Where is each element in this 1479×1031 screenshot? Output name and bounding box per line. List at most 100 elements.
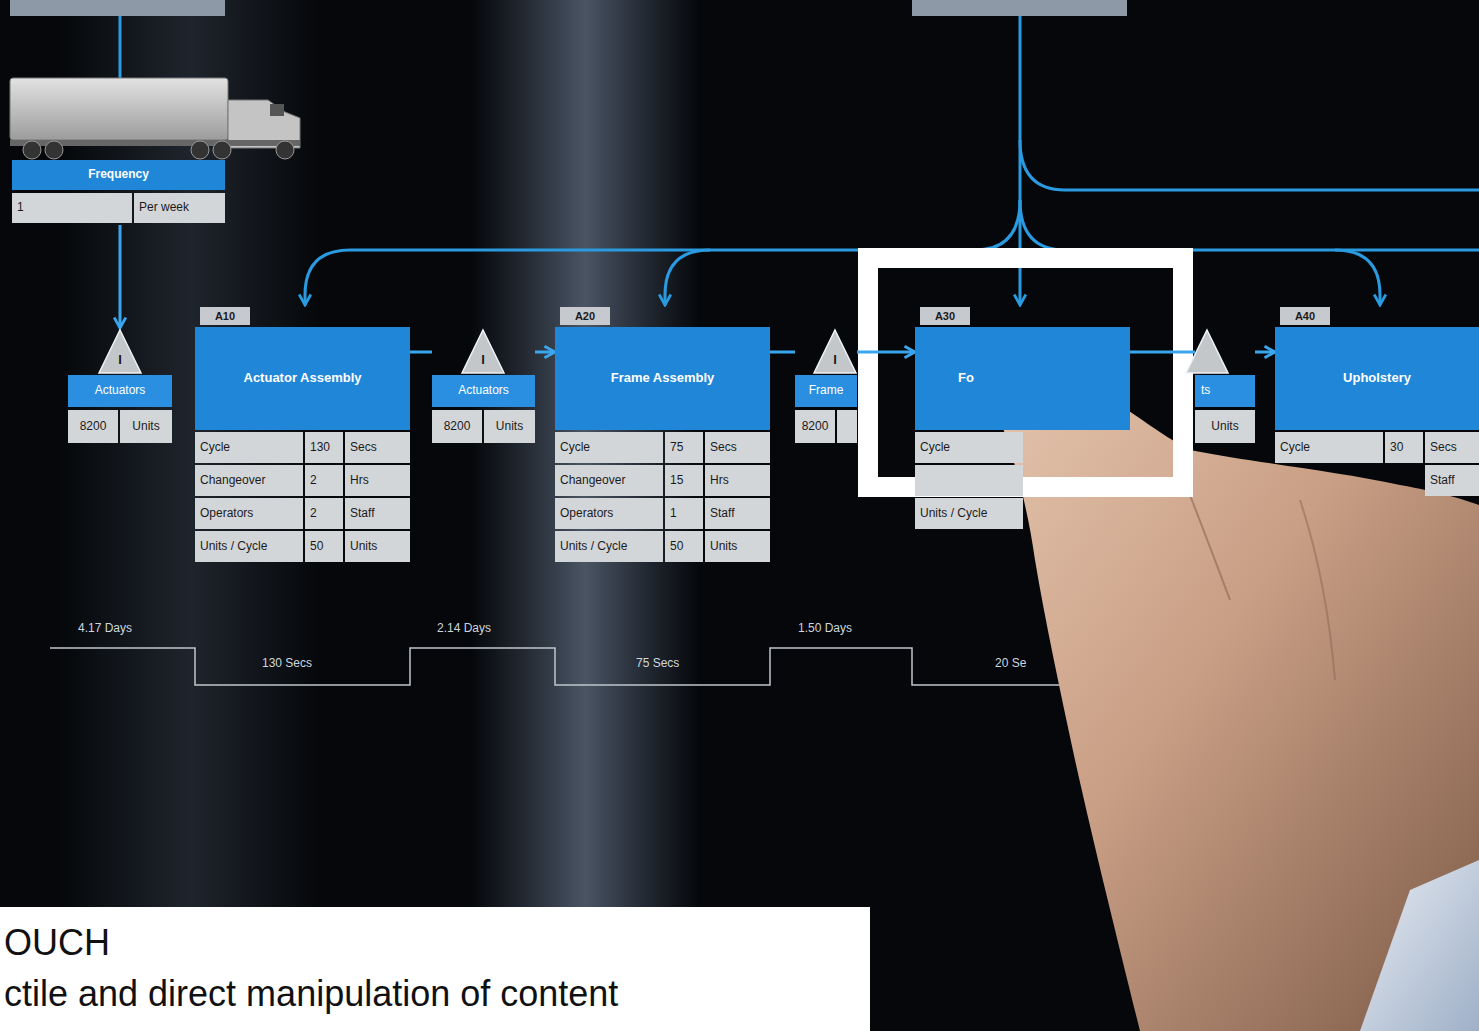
metric-unit: Units [345, 531, 410, 562]
inventory-part: Actuators [432, 375, 535, 407]
metric-name: Cycle [1275, 432, 1383, 463]
metric-value: 2 [305, 465, 343, 496]
truck-wheel [191, 141, 209, 159]
metric-name: Units / Cycle [915, 498, 1023, 529]
inventory-symbol: I [110, 348, 130, 372]
metric-unit: Secs [1425, 432, 1479, 463]
timeline-label: 20 Se [995, 655, 1026, 671]
metric-name: Changeover [555, 465, 663, 496]
truck-wheel [45, 141, 63, 159]
metric-value: 50 [305, 531, 343, 562]
metric-name: Cycle [915, 432, 1023, 463]
inventory-symbol: I [473, 348, 493, 372]
timeline-label: 1.50 Days [798, 620, 852, 636]
metric-name: Operators [195, 498, 303, 529]
inventory-unit: Units [1195, 410, 1255, 443]
inventory-unit: Units [484, 410, 535, 443]
inventory-box: I Actuators8200Units [432, 328, 535, 445]
light-band [60, 0, 320, 1031]
inventory-triangle [812, 328, 858, 374]
truck-wheel [276, 141, 294, 159]
highlight-frame [868, 258, 1183, 487]
knuckle-crease [1300, 500, 1335, 680]
metric-name: Operators [555, 498, 663, 529]
control-line [665, 250, 710, 305]
process-box: A30FoCycleUnits / Cycle [915, 307, 1130, 532]
process-id: A10 [200, 307, 250, 325]
frequency-unit: Per week [134, 193, 225, 223]
inventory-triangle-shape [99, 330, 141, 373]
metric-unit: Staff [1425, 465, 1479, 496]
inventory-box: I Actuators8200Units [68, 328, 172, 445]
process-id: A20 [560, 307, 610, 325]
supply-line [119, 16, 122, 78]
hand [985, 343, 1479, 1031]
frequency-header: Frequency [12, 160, 225, 190]
inventory-triangle [1184, 328, 1230, 374]
metric-name: Cycle [195, 432, 303, 463]
timeline [50, 648, 1070, 685]
metric-unit: Units [705, 531, 770, 562]
truck-window [270, 104, 284, 116]
flow-arrow [770, 351, 795, 354]
metric-name: Cycle [555, 432, 663, 463]
metric-name: Changeover [195, 465, 303, 496]
truck-wheel [213, 141, 231, 159]
inventory-triangle-shape [814, 330, 856, 373]
process-box: A10Actuator AssemblyCycle130SecsChangeov… [195, 307, 410, 565]
caption-box: OUCHctile and direct manipulation of con… [0, 907, 870, 1031]
flow-arrow [535, 351, 555, 354]
metric-value: 15 [665, 465, 703, 496]
metric-name: Units / Cycle [195, 531, 303, 562]
timeline-label: 75 Secs [636, 655, 679, 671]
process-id: A40 [1280, 307, 1330, 325]
metric-value: 1 [665, 498, 703, 529]
inventory-count: 8200 [68, 410, 118, 443]
inventory-unit: Units [120, 410, 172, 443]
metric-value: 2 [305, 498, 343, 529]
process-box: A20Frame AssemblyCycle75SecsChangeover15… [555, 307, 770, 565]
metric-unit: Staff [705, 498, 770, 529]
table-cell [837, 410, 857, 443]
frequency-value: 1 [12, 193, 132, 223]
control-line [1335, 249, 1479, 252]
metric-value: 50 [665, 531, 703, 562]
frequency-box: Frequency1Per week [12, 160, 225, 225]
inventory-part: ts [1195, 375, 1255, 407]
timeline-label: 4.17 Days [78, 620, 132, 636]
flow-arrow [1255, 351, 1275, 354]
shirt-cuff [1360, 860, 1479, 1031]
process-name: Fo [915, 327, 1130, 430]
top-bar [912, 0, 1127, 16]
flow-arrow [857, 351, 915, 354]
metric-value: 130 [305, 432, 343, 463]
inventory-count: 8200 [795, 410, 835, 443]
metric-value: 30 [1385, 432, 1423, 463]
caption-heading: OUCH [0, 919, 866, 967]
caption-text: ctile and direct manipulation of content [0, 969, 866, 1019]
inventory-box: IFrame8200 [795, 328, 857, 445]
timeline-label: 2.14 Days [437, 620, 491, 636]
control-line [1020, 140, 1479, 190]
flow-arrow [1130, 351, 1195, 354]
hand-shape [985, 343, 1479, 1031]
metric-unit: Hrs [345, 465, 410, 496]
truck-wheel [23, 141, 41, 159]
metric-unit: Hrs [705, 465, 770, 496]
inventory-part: Actuators [68, 375, 172, 407]
metric-name: Units / Cycle [555, 531, 663, 562]
truck-trailer [10, 78, 228, 140]
process-name: Actuator Assembly [195, 327, 410, 430]
inventory-count: 8200 [432, 410, 482, 443]
inventory-triangle-shape [462, 330, 504, 373]
process-name: Upholstery [1275, 327, 1479, 430]
table-cell [915, 465, 1023, 496]
process-name: Frame Assembly [555, 327, 770, 430]
inventory-part: Frame [795, 375, 857, 407]
metric-unit: Secs [345, 432, 410, 463]
inventory-triangle [97, 328, 143, 374]
metric-unit: Secs [705, 432, 770, 463]
inventory-triangle [460, 328, 506, 374]
metric-value: 75 [665, 432, 703, 463]
